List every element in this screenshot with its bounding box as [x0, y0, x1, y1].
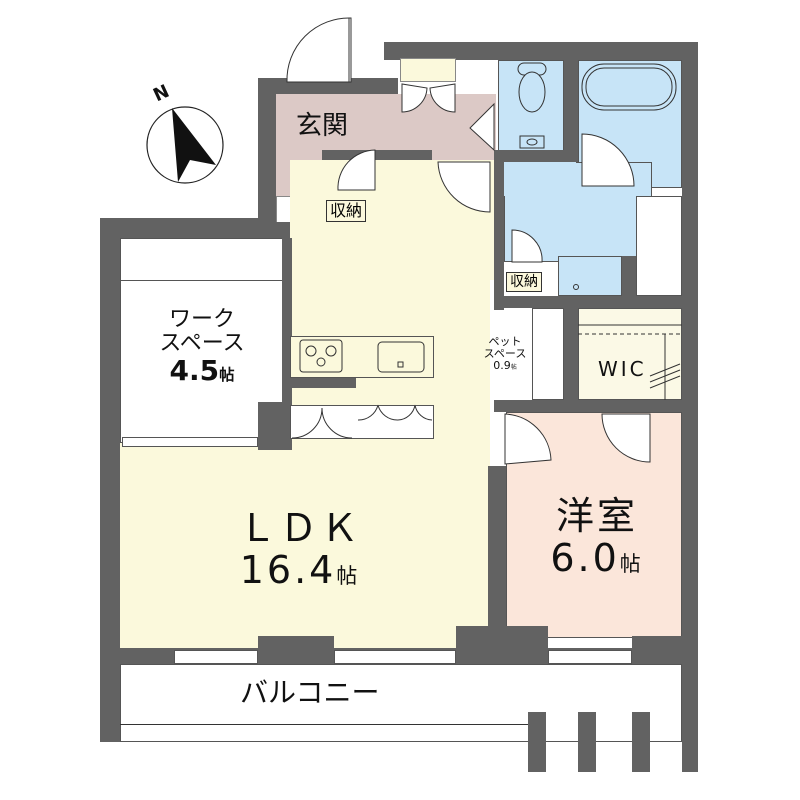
- shoe-box-doors-icon: [401, 83, 456, 113]
- entrance-door-icon: [286, 17, 352, 83]
- wic-door-icon: [601, 413, 651, 463]
- wall-work-right: [282, 238, 292, 443]
- wall-washroom-top: [494, 150, 578, 162]
- wash-storage-door-icon: [511, 229, 543, 263]
- wall-pillar-2: [456, 626, 548, 664]
- stove-icon: [299, 339, 343, 373]
- ldk-size: 16.4帖: [239, 547, 361, 592]
- western-room-name: 洋室: [555, 494, 638, 538]
- wall-pillar-3: [632, 636, 698, 664]
- bathroom-door-icon: [581, 133, 635, 187]
- bathtub-icon: [581, 63, 677, 111]
- work-space-line2: スペース: [159, 331, 245, 357]
- washroom-white-area: [636, 196, 682, 296]
- work-space-label: ワーク スペース 4.5帖: [132, 307, 272, 388]
- window-ldk-1: [174, 650, 258, 664]
- balcony-partition-2: [578, 712, 596, 772]
- wall-wic-bottom: [494, 400, 698, 412]
- balcony-partition-3: [632, 712, 650, 772]
- laundry-pan: [558, 256, 622, 296]
- western-room-size: 6.0帖: [550, 535, 644, 580]
- balcony-partition-1: [528, 712, 546, 772]
- work-space-line1: ワーク: [168, 307, 235, 332]
- cupboard-doors-icon: [291, 404, 433, 439]
- entrance-shoe-box: [400, 58, 456, 82]
- wall-washroom-bottom: [494, 296, 698, 308]
- wall-top-left: [100, 218, 276, 238]
- laundry-drain-icon: [573, 284, 579, 290]
- kitchen-counter: [290, 336, 434, 378]
- window-western: [548, 650, 632, 664]
- wall-laundry-right: [622, 256, 636, 298]
- balcony-rail: [120, 724, 530, 725]
- toilet-door-icon: [469, 102, 495, 152]
- western-room-label: 洋室 6.0帖: [532, 494, 662, 580]
- balcony-label: バルコニー: [240, 676, 380, 709]
- wall-left-entrance: [258, 78, 276, 228]
- work-space-window: [122, 437, 258, 447]
- western-door-1-icon: [504, 413, 552, 465]
- work-space-size: 4.5帖: [169, 354, 235, 388]
- wash-storage-label: 収納: [506, 272, 542, 292]
- room-pet-space: [532, 308, 564, 400]
- window-ldk-2: [334, 650, 456, 664]
- ldk-label: ＬＤＫ 16.4帖: [220, 506, 380, 592]
- wall-washroom-left: [494, 150, 504, 310]
- wic-label: WIC: [598, 357, 647, 381]
- entrance-storage-label: 収納: [326, 200, 367, 222]
- kitchen-counter-base: [290, 378, 356, 388]
- wall-work-corner: [258, 402, 292, 450]
- work-space-shelf-line: [120, 280, 282, 281]
- entrance-label: 玄関: [296, 111, 349, 141]
- ldk-door-icon: [437, 161, 491, 213]
- wall-top-right: [384, 42, 698, 60]
- wall-left: [100, 218, 120, 742]
- storage-door-icon: [337, 149, 376, 191]
- toilet-icon: [517, 62, 547, 149]
- north-arrow-icon: [146, 106, 224, 184]
- wall-pillar-1: [258, 636, 334, 664]
- washroom-upper: [504, 162, 576, 196]
- sink-icon: [377, 341, 425, 373]
- wall-ldk-western: [488, 466, 506, 648]
- wic-shelf-icon: [578, 324, 682, 400]
- pet-space-label: ペット スペース 0.9帖: [483, 335, 527, 373]
- ldk-name: ＬＤＫ: [238, 506, 362, 550]
- wall-pet-wic: [564, 308, 578, 408]
